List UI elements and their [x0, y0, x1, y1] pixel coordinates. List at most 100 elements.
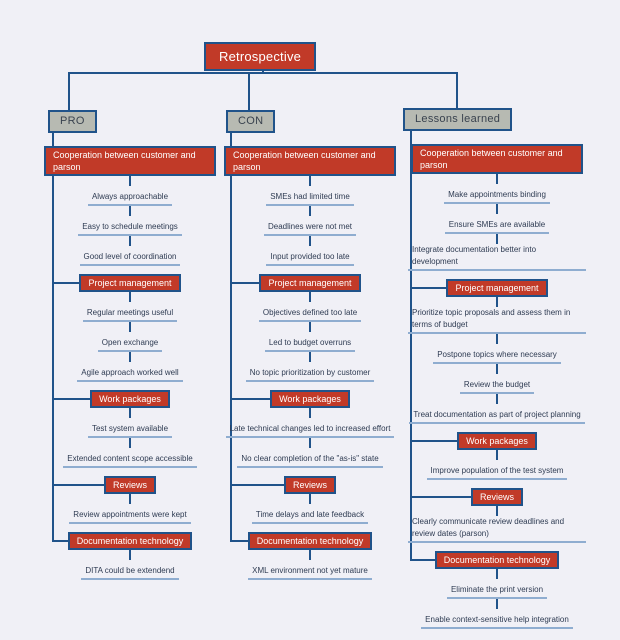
item-node: Integrate documentation better into deve…: [402, 234, 592, 271]
item-label[interactable]: Deadlines were not met: [263, 221, 357, 236]
item-connector: [309, 494, 311, 504]
item-label[interactable]: Input provided too late: [266, 251, 354, 266]
item-node: No clear completion of the "as-is" state: [220, 438, 400, 468]
category-node[interactable]: Cooperation between customer and parson: [224, 146, 396, 176]
connector-category-stub: [52, 398, 91, 400]
item-label[interactable]: No topic prioritization by customer: [245, 367, 375, 382]
item-connector: [496, 394, 498, 404]
item-connector: [496, 334, 498, 344]
item-node: Agile approach worked well: [40, 352, 220, 382]
item-label[interactable]: Agile approach worked well: [77, 367, 183, 382]
item-node: Open exchange: [40, 322, 220, 352]
item-label[interactable]: Test system available: [87, 423, 173, 438]
item-connector: [129, 438, 131, 448]
item-node: DITA could be extendend: [40, 550, 220, 580]
item-node: Always approachable: [40, 176, 220, 206]
item-label[interactable]: No clear completion of the "as-is" state: [237, 453, 383, 468]
item-connector: [496, 234, 498, 244]
connector-branch-drop: [68, 72, 70, 110]
connector-category-stub: [410, 496, 472, 498]
category-node[interactable]: Project management: [446, 279, 548, 297]
item-label[interactable]: Objectives defined too late: [258, 307, 362, 322]
branch-pro: PRO Cooperation between customer and pars…: [40, 110, 220, 580]
connector-branch-spine: [52, 133, 54, 542]
connector-category-stub: [230, 540, 249, 542]
connector-branch-spine: [230, 133, 232, 542]
item-connector: [129, 494, 131, 504]
item-node: Late technical changes led to increased …: [220, 408, 400, 438]
item-label[interactable]: Review the budget: [459, 379, 535, 394]
item-label[interactable]: Easy to schedule meetings: [78, 221, 182, 236]
connector-category-stub: [230, 398, 271, 400]
item-node: Easy to schedule meetings: [40, 206, 220, 236]
item-label[interactable]: Led to budget overruns: [264, 337, 356, 352]
item-connector: [496, 174, 498, 184]
item-connector: [309, 322, 311, 332]
item-label[interactable]: Integrate documentation better into deve…: [408, 244, 586, 271]
category-node[interactable]: Reviews: [283, 476, 336, 494]
item-connector: [129, 352, 131, 362]
item-label[interactable]: Late technical changes led to increased …: [225, 423, 395, 438]
item-connector: [496, 599, 498, 609]
item-label[interactable]: Always approachable: [87, 191, 173, 206]
connector-category-stub: [410, 287, 447, 289]
connector-category-stub: [410, 559, 436, 561]
item-label[interactable]: Eliminate the print version: [446, 584, 548, 599]
connector-category-stub: [230, 282, 260, 284]
category-node[interactable]: Documentation technology: [247, 532, 373, 550]
connector-top-horizontal: [68, 72, 458, 74]
connector-category-stub: [52, 540, 69, 542]
category-node[interactable]: Work packages: [270, 390, 350, 408]
category-node[interactable]: Reviews: [103, 476, 156, 494]
item-label[interactable]: Treat documentation as part of project p…: [409, 409, 585, 424]
item-label[interactable]: SMEs had limited time: [266, 191, 354, 206]
item-connector: [129, 408, 131, 418]
category-node[interactable]: Documentation technology: [434, 551, 560, 569]
item-label[interactable]: Make appointments binding: [444, 189, 550, 204]
item-label[interactable]: Postpone topics where necessary: [433, 349, 561, 364]
category-node[interactable]: Reviews: [470, 488, 523, 506]
item-node: Review appointments were kept: [40, 494, 220, 524]
item-label[interactable]: Open exchange: [97, 337, 163, 352]
item-connector: [496, 364, 498, 374]
item-label[interactable]: Improve population of the test system: [426, 465, 568, 480]
item-connector: [309, 292, 311, 302]
item-connector: [309, 176, 311, 186]
category-node[interactable]: Project management: [79, 274, 181, 292]
branch-header[interactable]: CON: [226, 110, 276, 133]
item-node: Extended content scope accessible: [40, 438, 220, 468]
category-node[interactable]: Cooperation between customer and parson: [44, 146, 216, 176]
item-node: Test system available: [40, 408, 220, 438]
item-label[interactable]: Review appointments were kept: [69, 509, 191, 524]
item-label[interactable]: Regular meetings useful: [82, 307, 178, 322]
item-node: Prioritize topic proposals and assess th…: [402, 297, 592, 334]
item-label[interactable]: Time delays and late feedback: [251, 509, 369, 524]
branch-header[interactable]: Lessons learned: [403, 108, 513, 131]
item-label[interactable]: Clearly communicate review deadlines and…: [408, 516, 586, 543]
item-label[interactable]: XML environment not yet mature: [248, 565, 372, 580]
category-node[interactable]: Work packages: [457, 432, 537, 450]
item-label[interactable]: DITA could be extendend: [81, 565, 179, 580]
item-connector: [309, 236, 311, 246]
item-label[interactable]: Enable context-sensitive help integratio…: [421, 614, 573, 629]
category-node[interactable]: Documentation technology: [67, 532, 193, 550]
item-label[interactable]: Good level of coordination: [79, 251, 181, 266]
item-label[interactable]: Ensure SMEs are available: [444, 219, 550, 234]
item-connector: [496, 506, 498, 516]
item-node: Ensure SMEs are available: [402, 204, 592, 234]
item-node: Improve population of the test system: [402, 450, 592, 480]
item-label[interactable]: Prioritize topic proposals and assess th…: [408, 307, 586, 334]
item-node: No topic prioritization by customer: [220, 352, 400, 382]
category-node[interactable]: Cooperation between customer and parson: [411, 144, 583, 174]
connector-branch-drop: [456, 72, 458, 108]
root-node[interactable]: Retrospective: [204, 42, 317, 71]
connector-category-stub: [230, 484, 285, 486]
category-node[interactable]: Work packages: [90, 390, 170, 408]
item-label[interactable]: Extended content scope accessible: [63, 453, 197, 468]
category-node[interactable]: Project management: [259, 274, 361, 292]
item-connector: [496, 450, 498, 460]
branch-header[interactable]: PRO: [48, 110, 97, 133]
item-connector: [309, 438, 311, 448]
item-node: Regular meetings useful: [40, 292, 220, 322]
